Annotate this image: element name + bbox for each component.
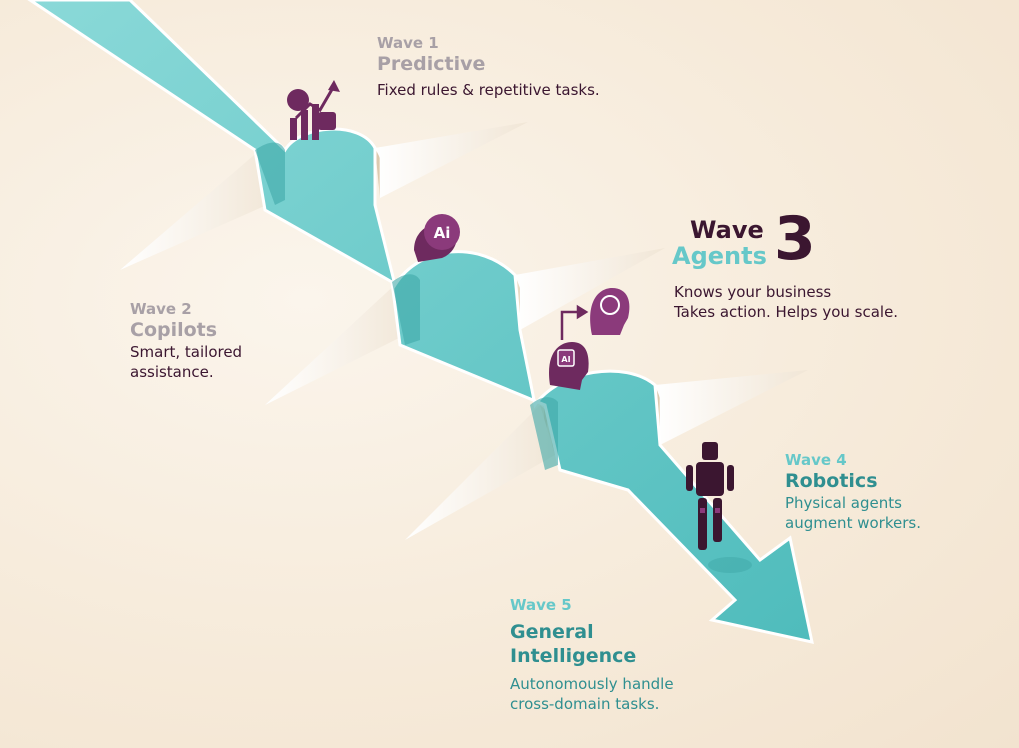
wave3-desc-1: Knows your business [674, 283, 832, 301]
wave4-label: Wave 4 Robotics Physical agents augment … [785, 451, 921, 533]
chart-growth-icon [287, 80, 340, 140]
wave1-desc: Fixed rules & repetitive tasks. [377, 81, 600, 99]
wave5-kicker: Wave 5 [510, 596, 572, 614]
wave2-desc-1: Smart, tailored [130, 343, 243, 361]
wave4-kicker: Wave 4 [785, 451, 847, 469]
wave3-title: Agents [672, 242, 767, 270]
wave1-kicker: Wave 1 [377, 34, 439, 52]
ai-chat-bubble-icon: Ai [414, 214, 460, 262]
wave3-desc-2: Takes action. Helps you scale. [674, 303, 899, 321]
wave4-desc-1: Physical agents [785, 494, 902, 512]
wave2-kicker: Wave 2 [130, 300, 192, 318]
wave3-desc: Knows your business Takes action. Helps … [674, 282, 898, 322]
wave1-label: Wave 1 Predictive Fixed rules & repetiti… [377, 34, 600, 100]
wave3-label: Wave Agents 3 [672, 204, 872, 280]
wave5-title-2: Intelligence [510, 645, 637, 667]
wave4-title: Robotics [785, 470, 878, 492]
wave5-title-1: General [510, 621, 594, 643]
wave3-kicker: Wave [690, 216, 764, 244]
wave1-title: Predictive [377, 53, 486, 75]
wave3-number: 3 [774, 204, 816, 274]
wave4-desc-2: augment workers. [785, 514, 921, 532]
robot-icon [686, 442, 752, 573]
wave5-label: Wave 5 General Intelligence Autonomously… [510, 596, 674, 714]
svg-text:Ai: Ai [434, 224, 451, 242]
arrow-up-right-icon [560, 304, 589, 340]
wave2-label: Wave 2 Copilots Smart, tailored assistan… [130, 300, 242, 382]
wave2-desc-2: assistance. [130, 363, 214, 381]
step-wedges [120, 150, 555, 540]
wave5-desc-2: cross-domain tasks. [510, 695, 660, 713]
svg-text:AI: AI [561, 355, 570, 364]
chip-head-icon: AI [549, 342, 589, 390]
wave2-title: Copilots [130, 319, 218, 341]
wave5-desc-1: Autonomously handle [510, 675, 674, 693]
teal-arrow [27, 0, 814, 644]
brain-head-icon [590, 288, 630, 335]
